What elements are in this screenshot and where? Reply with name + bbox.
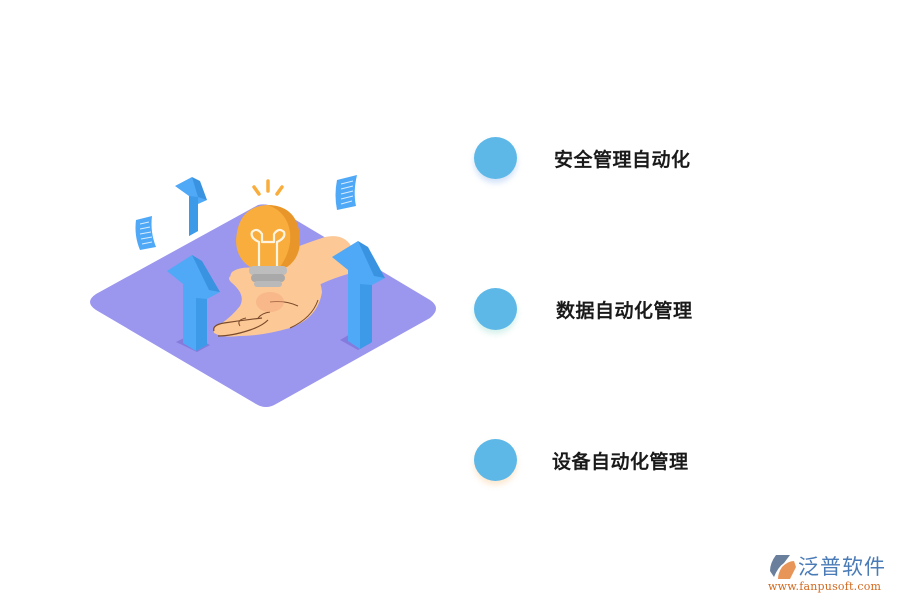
bullet-dot-icon (474, 288, 517, 330)
bullet-dot-icon (474, 439, 517, 481)
feature-item-equipment-automation: 设备自动化管理 (474, 438, 689, 482)
feature-item-data-automation: 数据自动化管理 (474, 287, 693, 331)
feature-item-safety-automation: 安全管理自动化 (474, 136, 691, 180)
paper-icon-left (135, 216, 156, 250)
brand-logo: 泛普软件 www.fanpusoft.com (768, 551, 896, 595)
feature-label: 数据自动化管理 (556, 299, 693, 322)
logo-name: 泛普软件 (798, 555, 886, 579)
logo-url: www.fanpusoft.com (768, 580, 882, 593)
arrow-up-icon-small (175, 177, 207, 236)
paper-icon-right (335, 175, 357, 210)
feature-label: 安全管理自动化 (554, 148, 691, 171)
hand-icon (213, 268, 322, 337)
arrow-up-icon-left (167, 255, 220, 351)
feature-label: 设备自动化管理 (552, 450, 689, 473)
fanpu-logo-icon (770, 555, 796, 579)
lightbulb-icon (236, 179, 300, 287)
arrow-up-icon-right (332, 241, 385, 349)
bullet-dot-icon (474, 137, 517, 179)
